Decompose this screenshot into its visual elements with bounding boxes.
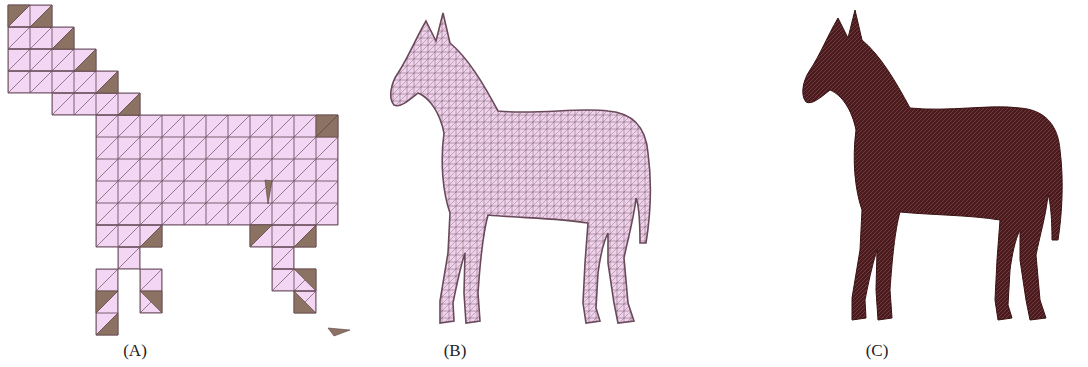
panel-label: (C) [864,341,891,361]
fine-voxel-horse [391,13,650,323]
panel-label: (A) [121,341,149,361]
dense-mesh-horse [803,10,1062,320]
coarse-voxel-horse [8,5,350,336]
panel-label: (B) [442,341,469,361]
